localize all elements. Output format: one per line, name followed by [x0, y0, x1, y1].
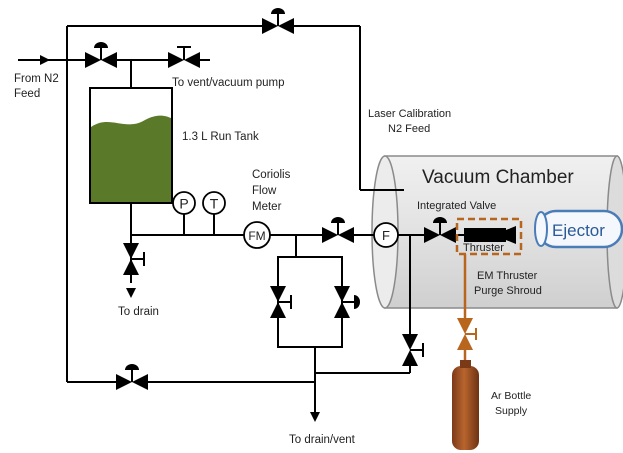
coriolis-label-2: Flow — [252, 185, 277, 197]
return-valve-icon — [116, 364, 148, 390]
argon-valve-icon — [457, 318, 477, 350]
ejector: Ejector — [534, 209, 623, 249]
bypass-actuated-valve-icon — [334, 286, 360, 318]
pressure-sensor-label: P — [179, 196, 188, 212]
shroud-label-2: Purge Shroud — [474, 285, 542, 297]
tank-drain-valve-icon — [123, 243, 145, 275]
tank-liquid — [91, 115, 171, 202]
coriolis-label-1: Coriolis — [252, 169, 291, 181]
main-valve-icon — [322, 217, 354, 243]
to-drain-label: To drain — [118, 306, 159, 318]
drain-vent-arrow-icon — [310, 412, 320, 422]
ar-bottle-label-2: Supply — [495, 405, 528, 417]
feed-arrow-icon — [40, 55, 50, 65]
coriolis-label-3: Meter — [252, 201, 282, 213]
integrated-valve-label: Integrated Valve — [417, 200, 496, 212]
labels: From N2 Feed To vent/vacuum pump 1.3 L R… — [14, 73, 542, 446]
branch-drain-valve-icon — [402, 334, 424, 366]
argon-bottle — [452, 360, 479, 450]
thruster-label: Thruster — [463, 242, 504, 254]
pipe-network — [18, 25, 464, 412]
from-n2-label-1: From N2 — [14, 73, 59, 85]
flow-arrows — [40, 55, 320, 422]
run-tank — [89, 87, 173, 204]
flow-meter: FM — [243, 221, 271, 249]
drain-arrow-icon — [126, 288, 136, 298]
run-tank-label: 1.3 L Run Tank — [182, 131, 259, 143]
ar-bottle-label-1: Ar Bottle — [491, 390, 531, 402]
laser-calibration-label-2: N2 Feed — [388, 123, 430, 135]
from-n2-label-2: Feed — [14, 88, 40, 100]
shroud-label-1: EM Thruster — [477, 270, 538, 282]
temperature-sensor: T — [202, 191, 226, 215]
ejector-label: Ejector — [552, 221, 605, 240]
vent-pump-label: To vent/vacuum pump — [172, 77, 285, 89]
pressure-sensor: P — [172, 191, 196, 215]
vent-valve-icon — [168, 46, 200, 68]
filter-label: F — [382, 228, 390, 243]
calibration-valve-icon — [262, 8, 294, 34]
filter: F — [373, 222, 399, 248]
thruster — [464, 226, 516, 244]
integrated-valve-icon — [424, 217, 456, 243]
temperature-sensor-label: T — [210, 196, 219, 212]
to-drain-vent-label: To drain/vent — [289, 434, 356, 446]
purge-shroud — [455, 217, 523, 256]
vacuum-chamber-label: Vacuum Chamber — [422, 167, 574, 188]
feed-valve-icon — [85, 42, 117, 68]
laser-calibration-label-1: Laser Calibration — [368, 108, 451, 120]
bypass-manual-valve-icon — [270, 286, 292, 318]
flow-meter-label: FM — [248, 229, 265, 243]
